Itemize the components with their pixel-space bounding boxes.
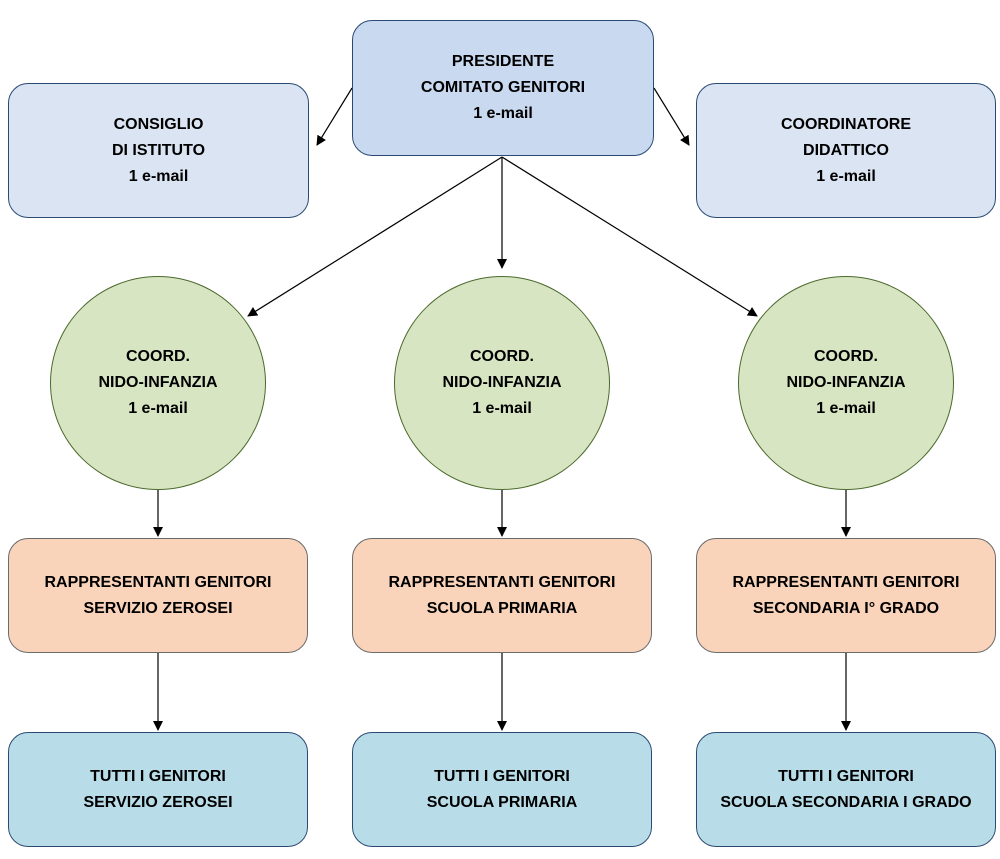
node-rep-3-line2: SECONDARIA I° GRADO	[752, 599, 940, 617]
node-rep-1-line2: SERVIZIO ZEROSEI	[83, 599, 233, 617]
node-consiglio-line2: DI ISTITUTO	[111, 141, 206, 159]
node-coord-2-line3: 1 e-mail	[472, 400, 532, 417]
node-coord-2-line1: COORD.	[470, 348, 534, 365]
node-president: PRESIDENTE COMITATO GENITORI 1 e-mail	[352, 20, 654, 156]
arrow-president-to-coord-3	[501, 156, 758, 317]
node-all-1-line1: TUTTI I GENITORI	[90, 767, 226, 785]
node-consiglio-line1: CONSIGLIO	[113, 115, 204, 133]
node-rep-3-line1: RAPPRESENTANTI GENITORI	[732, 573, 960, 591]
node-all-2-line2: SCUOLA PRIMARIA	[426, 793, 578, 811]
node-rappresentanti-zerosei: RAPPRESENTANTI GENITORI SERVIZIO ZEROSEI	[8, 538, 308, 653]
node-coord-3-line2: NIDO-INFANZIA	[786, 374, 906, 391]
node-coord-nido-infanzia-1: COORD. NIDO-INFANZIA 1 e-mail	[50, 276, 266, 490]
node-president-line2: COMITATO GENITORI	[420, 79, 586, 96]
node-coord-nido-infanzia-2: COORD. NIDO-INFANZIA 1 e-mail	[394, 276, 610, 490]
node-rep-2-line2: SCUOLA PRIMARIA	[426, 599, 578, 617]
node-coord-3-line3: 1 e-mail	[816, 400, 876, 417]
node-coord-1-line3: 1 e-mail	[128, 400, 188, 417]
node-tutti-genitori-zerosei: TUTTI I GENITORI SERVIZIO ZEROSEI	[8, 732, 308, 847]
node-coord-3-line1: COORD.	[814, 348, 878, 365]
node-coordinatore-line3: 1 e-mail	[816, 167, 876, 185]
node-president-line3: 1 e-mail	[473, 105, 533, 122]
node-rep-1-line1: RAPPRESENTANTI GENITORI	[44, 573, 272, 591]
node-all-3-line1: TUTTI I GENITORI	[778, 767, 914, 785]
node-all-1-line2: SERVIZIO ZEROSEI	[83, 793, 233, 811]
node-all-2-line1: TUTTI I GENITORI	[434, 767, 570, 785]
node-rappresentanti-secondaria: RAPPRESENTANTI GENITORI SECONDARIA I° GR…	[696, 538, 996, 653]
arrow-president-to-consiglio	[316, 87, 353, 146]
node-all-3-line2: SCUOLA SECONDARIA I GRADO	[720, 793, 972, 811]
node-consiglio-line3: 1 e-mail	[128, 167, 189, 185]
node-coord-2-line2: NIDO-INFANZIA	[442, 374, 562, 391]
node-coordinatore-didattico: COORDINATORE DIDATTICO 1 e-mail	[696, 83, 996, 218]
node-tutti-genitori-secondaria: TUTTI I GENITORI SCUOLA SECONDARIA I GRA…	[696, 732, 996, 847]
node-consiglio-istituto: CONSIGLIO DI ISTITUTO 1 e-mail	[8, 83, 309, 218]
node-coord-nido-infanzia-3: COORD. NIDO-INFANZIA 1 e-mail	[738, 276, 954, 490]
arrow-president-to-coord-1	[247, 156, 503, 317]
node-rep-2-line1: RAPPRESENTANTI GENITORI	[388, 573, 616, 591]
node-coord-1-line2: NIDO-INFANZIA	[98, 374, 218, 391]
node-rappresentanti-primaria: RAPPRESENTANTI GENITORI SCUOLA PRIMARIA	[352, 538, 652, 653]
arrow-president-to-coordinatore	[653, 87, 690, 146]
node-coord-1-line1: COORD.	[126, 348, 190, 365]
node-coordinatore-line1: COORDINATORE	[780, 115, 912, 133]
node-coordinatore-line2: DIDATTICO	[803, 141, 889, 159]
node-tutti-genitori-primaria: TUTTI I GENITORI SCUOLA PRIMARIA	[352, 732, 652, 847]
node-president-line1: PRESIDENTE	[451, 53, 555, 70]
